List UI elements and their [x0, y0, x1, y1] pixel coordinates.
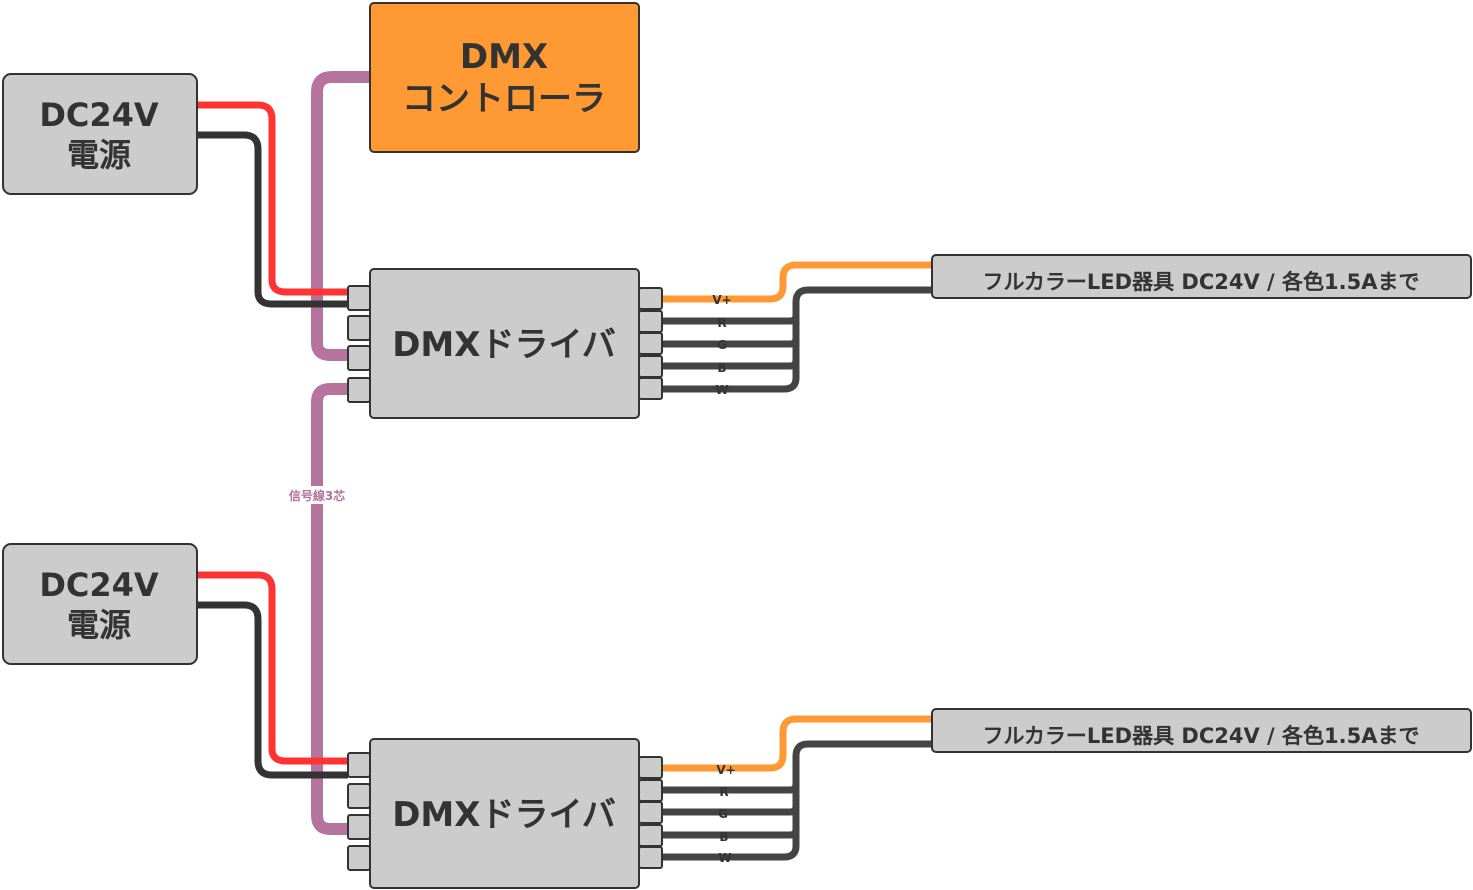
pin-label-r: R — [719, 785, 728, 799]
signal-wire-driver-1-to-driver-2 — [311, 383, 354, 835]
led-fixture-2-label: フルカラーLED器具 DC24V / 各色1.5Aまで — [983, 724, 1420, 748]
power-supply-1-line1: DC24V — [39, 96, 159, 134]
pin-label-b: B — [719, 830, 728, 844]
driver-2-label: DMXドライバ — [392, 795, 616, 835]
pin-label-r: R — [717, 316, 726, 330]
driver-1-label: DMXドライバ — [392, 325, 616, 365]
power-supply-1-line2: 電源 — [67, 136, 131, 174]
output-wire-vplus-2 — [662, 715, 932, 772]
power-supply-2-line2: 電源 — [67, 606, 131, 644]
driver-2-input-terminals — [347, 752, 371, 871]
output-wire-r-1 — [662, 314, 800, 325]
pin-label-vplus: V+ — [716, 763, 735, 777]
pin-label-vplus: V+ — [712, 293, 731, 307]
pin-label-w: W — [718, 851, 731, 865]
driver-1-input-terminals — [347, 285, 371, 403]
output-wire-b-1 — [662, 359, 800, 370]
dmx-controller[interactable]: DMX コントローラ — [369, 2, 640, 153]
led-fixture-1[interactable]: フルカラーLED器具 DC24V / 各色1.5Aまで — [931, 254, 1472, 299]
dmx-driver-1[interactable]: DMXドライバ V+ R G B W — [347, 268, 732, 419]
controller-label-line2: コントローラ — [402, 79, 606, 119]
signal-wire-label: 信号線3芯 — [285, 486, 349, 504]
power-wire-positive-1 — [197, 101, 348, 296]
signal-wire-controller-to-driver-1 — [311, 71, 376, 361]
output-wire-common-2 — [662, 740, 932, 861]
output-wire-vplus-1 — [662, 261, 932, 303]
pin-label-w: W — [715, 383, 728, 397]
driver-1-output-terminals — [638, 287, 663, 400]
power-supply-2-line1: DC24V — [39, 566, 159, 604]
output-wire-b-2 — [662, 828, 800, 839]
pin-label-g: G — [718, 807, 728, 821]
pin-label-b: B — [717, 361, 726, 375]
power-wire-positive-2 — [197, 571, 348, 765]
output-wire-g-2 — [662, 805, 800, 816]
output-wire-g-1 — [662, 337, 800, 348]
driver-2-output-terminals — [638, 756, 663, 869]
power-supply-2[interactable]: DC24V 電源 — [2, 543, 198, 665]
dmx-driver-2[interactable]: DMXドライバ V+ R G B W — [347, 738, 736, 889]
pin-label-g: G — [717, 338, 727, 352]
power-supply-1[interactable]: DC24V 電源 — [2, 73, 198, 195]
power-wire-negative-1 — [197, 131, 348, 308]
power-wire-negative-2 — [197, 601, 348, 779]
svg-text:信号線3芯: 信号線3芯 — [289, 488, 345, 503]
controller-label-line1: DMX — [460, 37, 548, 77]
led-fixture-1-label: フルカラーLED器具 DC24V / 各色1.5Aまで — [983, 270, 1420, 294]
output-wire-r-2 — [662, 783, 800, 794]
led-fixture-2[interactable]: フルカラーLED器具 DC24V / 各色1.5Aまで — [931, 708, 1472, 753]
